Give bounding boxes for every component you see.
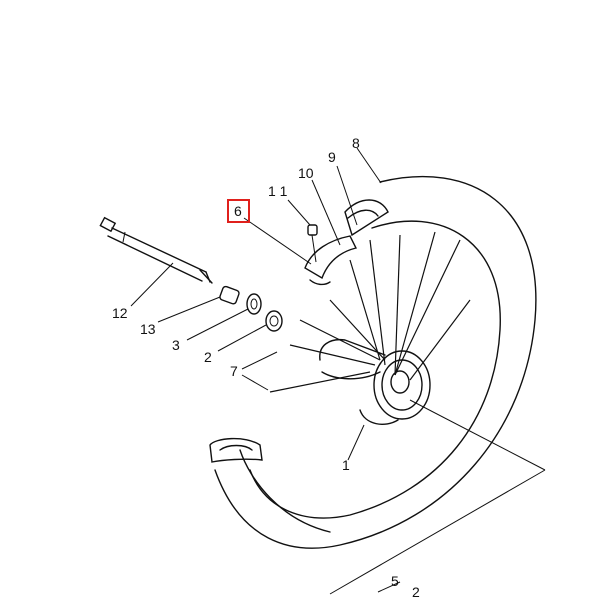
rim-band	[304, 235, 358, 286]
callout-11: 1 1	[268, 183, 288, 199]
callout-7: 7	[230, 363, 238, 379]
tube	[344, 199, 389, 237]
bearing	[265, 310, 283, 332]
callout-9: 9	[328, 149, 336, 165]
callouts: 8 9 10 1 1 6 12 13 3 2 7 1 5 2	[112, 135, 420, 600]
oil-seal	[246, 293, 262, 315]
highlight-box	[227, 199, 250, 223]
callout-12: 12	[112, 305, 128, 321]
callout-2-bottom: 2	[412, 584, 420, 600]
collar	[219, 285, 240, 305]
callout-6: 6	[234, 203, 242, 219]
axle	[99, 216, 213, 284]
tire	[209, 175, 537, 549]
callout-3: 3	[172, 337, 180, 353]
callout-8: 8	[352, 135, 360, 151]
valve-bolt	[307, 224, 318, 263]
callout-1: 1	[342, 457, 350, 473]
callout-13: 13	[140, 321, 156, 337]
callout-2: 2	[204, 349, 212, 365]
hub	[319, 338, 431, 426]
leader-lines	[130, 147, 546, 595]
callout-10: 10	[298, 165, 314, 181]
callout-5: 5	[391, 573, 399, 589]
